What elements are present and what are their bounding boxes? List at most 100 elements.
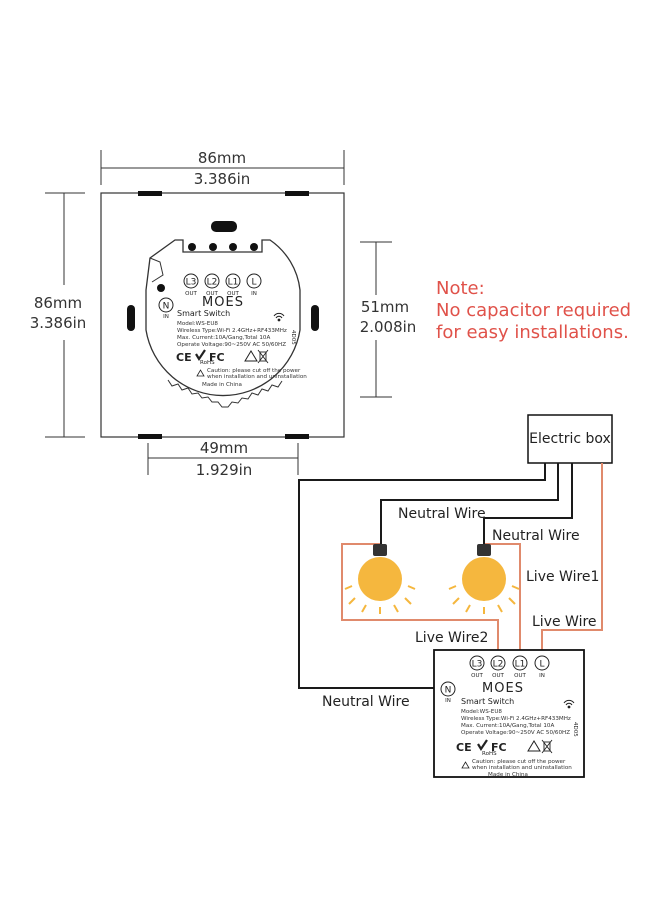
note-line-2: for easy installations. — [436, 322, 629, 343]
made-in-text: Made in China — [488, 772, 528, 778]
caution-text-1: Caution: please cut off the power — [472, 759, 566, 765]
contact-dot — [188, 243, 196, 251]
brand-logo: MOES — [202, 295, 244, 310]
module-terminal-n: N IN — [440, 681, 456, 704]
brand-logo: MOES — [482, 681, 524, 696]
current-text: Max. Current:10A/Gang,Total 10A — [177, 335, 270, 341]
check-mark-icon — [195, 349, 206, 362]
caution-text-1: Caution: please cut off the power — [207, 368, 301, 374]
mount-tab — [138, 191, 162, 196]
ce-mark: CE — [176, 351, 192, 364]
electric-box-label: Electric box — [529, 431, 611, 447]
serial-text: 4D05 — [290, 330, 296, 345]
terminal-sub: OUT — [206, 291, 218, 297]
terminal-label: L1 — [228, 278, 239, 288]
warning-triangle-icon — [244, 350, 258, 362]
note-title: Note: — [436, 278, 485, 299]
wireless-text: Wireless Type:Wi-Fi 2.4GHz+RF433MHz — [177, 328, 287, 334]
caution-text-2: when installation and uninstallation — [472, 765, 572, 771]
terminal-label: N — [445, 686, 452, 696]
voltage-text: Operate Voltage:90~250V AC 50/60HZ — [177, 342, 286, 348]
module-width-mm: 49mm — [200, 439, 248, 457]
product-name: Smart Switch — [461, 697, 514, 706]
model-text: Model:WS-EU8 — [461, 709, 502, 715]
terminal-sub: OUT — [185, 291, 197, 297]
contact-dot — [250, 243, 258, 251]
check-mark-icon — [477, 739, 488, 752]
module-terminal-l1: L1 OUT — [512, 655, 528, 679]
neutral-wire-label-3: Neutral Wire — [322, 694, 410, 710]
dimension-module-width — [147, 443, 299, 475]
dimension-height — [45, 192, 85, 438]
switch-back-view: L3 OUT L2 OUT L1 OUT L IN N IN MOES Smar… — [100, 191, 345, 439]
mount-tab — [285, 434, 309, 439]
module-height-in: 2.008in — [360, 318, 417, 336]
terminal-label: L3 — [472, 660, 483, 670]
fc-mark: FC — [209, 351, 225, 364]
neutral-wire-label-1: Neutral Wire — [398, 506, 486, 522]
ce-mark: CE — [456, 741, 472, 754]
wifi-icon — [563, 699, 575, 709]
module-terminal-l3: L3 OUT — [469, 655, 485, 679]
terminal-label: L2 — [207, 278, 218, 288]
live-wire2-label: Live Wire2 — [415, 630, 488, 646]
neutral-wire-label-2: Neutral Wire — [492, 528, 580, 544]
wifi-icon — [273, 312, 285, 322]
dimension-width — [100, 150, 345, 185]
terminal-label: L — [251, 278, 256, 288]
terminal-label: L2 — [493, 660, 504, 670]
dimension-module-height — [360, 241, 392, 398]
serial-text: 4D05 — [572, 722, 578, 737]
width-in: 3.386in — [194, 170, 251, 188]
neutral-wires — [298, 463, 573, 689]
voltage-text: Operate Voltage:90~250V AC 50/60HZ — [461, 730, 570, 736]
warning-triangle-icon — [527, 740, 541, 752]
wireless-text: Wireless Type:Wi-Fi 2.4GHz+RF433MHz — [461, 716, 571, 722]
caution-text-2: when installation and uninstallation — [207, 374, 307, 380]
rohs-mark: RoHS — [200, 360, 215, 366]
terminal-sub: IN — [539, 673, 545, 679]
switch-module: L3 OUT L2 OUT L1 OUT L IN N IN MOES Smar… — [433, 649, 585, 778]
fc-mark: FC — [491, 741, 507, 754]
terminal-sub: IN — [445, 698, 451, 704]
module-height-mm: 51mm — [361, 298, 409, 316]
weee-bin-icon — [257, 349, 269, 364]
live-wire1-label: Live Wire1 — [526, 569, 599, 585]
module-width-in: 1.929in — [196, 461, 253, 479]
terminal-l3: L3 OUT — [183, 273, 199, 297]
live-wires — [341, 463, 603, 658]
terminal-sub: OUT — [514, 673, 526, 679]
top-slot — [211, 221, 237, 232]
product-name: Smart Switch — [177, 309, 230, 318]
height-in: 3.386in — [30, 314, 87, 332]
terminal-sub: IN — [163, 314, 169, 320]
terminal-l: L IN — [246, 273, 262, 297]
current-text: Max. Current:10A/Gang,Total 10A — [461, 723, 554, 729]
module-terminal-l2: L2 OUT — [490, 655, 506, 679]
module-box — [433, 649, 585, 778]
terminal-sub: OUT — [492, 673, 504, 679]
contact-dot — [229, 243, 237, 251]
module-teeth — [167, 379, 283, 408]
bulb-1 — [344, 544, 416, 614]
live-wire-label: Live Wire — [532, 614, 597, 630]
width-mm: 86mm — [198, 149, 246, 167]
mount-tab — [138, 434, 162, 439]
terminal-sub: IN — [251, 291, 257, 297]
electric-box — [527, 414, 613, 464]
made-in-text: Made in China — [202, 382, 242, 388]
side-slot — [311, 305, 319, 331]
caution-icon — [196, 369, 205, 377]
side-slot — [127, 305, 135, 331]
terminal-label: L1 — [515, 660, 526, 670]
terminal-l1: L1 OUT — [225, 273, 241, 297]
terminal-l2: L2 OUT — [204, 273, 220, 297]
terminal-sub: OUT — [227, 291, 239, 297]
weee-bin-icon — [541, 739, 553, 754]
height-mm: 86mm — [34, 294, 82, 312]
model-text: Model:WS-EU8 — [177, 321, 218, 327]
caution-icon — [461, 761, 470, 769]
terminal-label: L — [539, 660, 544, 670]
